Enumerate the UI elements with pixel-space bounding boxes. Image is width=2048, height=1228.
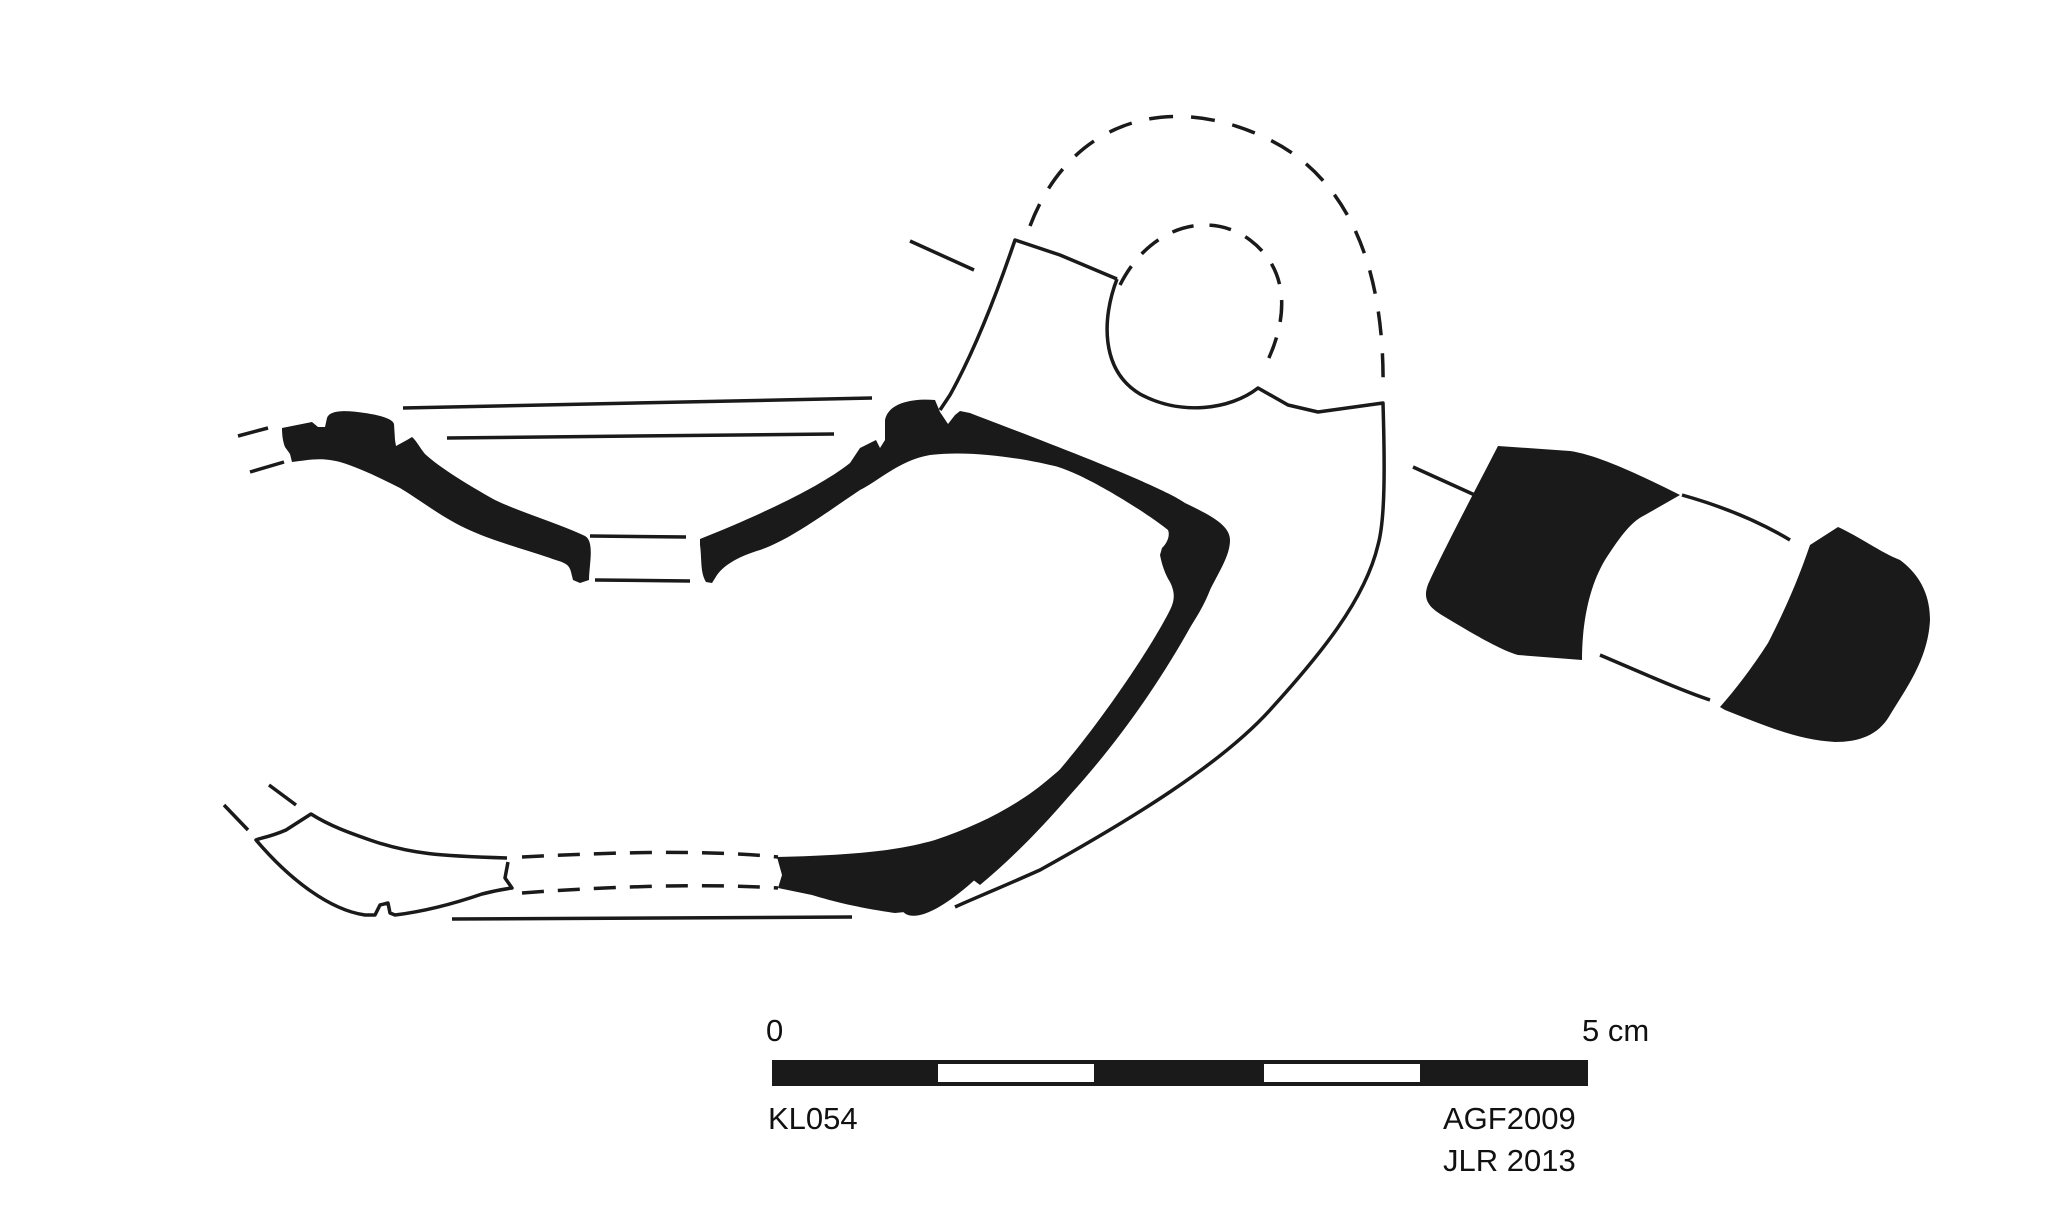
artifact-id-label: KL054 xyxy=(768,1101,858,1136)
extension-line-upper-left-2 xyxy=(249,460,285,474)
bottom-reference-line xyxy=(451,915,853,921)
project-label: AGF2009 xyxy=(1443,1101,1576,1136)
handle-reconstruction-dashed-inner xyxy=(1118,223,1284,373)
reconstruction-dashed-lower-2 xyxy=(521,883,779,895)
ring-section-left xyxy=(1425,446,1680,660)
extension-line-lower-left-1 xyxy=(222,803,250,832)
ring-break-line-top xyxy=(1681,493,1791,542)
break-line-upper-2 xyxy=(594,578,691,583)
extension-line-lower-left-2 xyxy=(267,783,298,807)
lower-left-outline xyxy=(254,812,514,917)
body-section-main xyxy=(700,399,1230,885)
reconstruction-dashed-lower-1 xyxy=(521,850,779,859)
ring-break-line-bottom xyxy=(1599,653,1711,702)
top-reference-line-2 xyxy=(446,432,835,440)
handle-extension-line xyxy=(909,239,975,272)
scale-bar-white-segment-1 xyxy=(938,1064,1094,1082)
handle-upper-outline xyxy=(938,238,1118,411)
scale-bar xyxy=(772,1060,1588,1086)
top-reference-line-1 xyxy=(402,396,873,410)
credit-label: JLR 2013 xyxy=(1443,1143,1576,1178)
ring-extension-line xyxy=(1412,465,1478,498)
handle-section-outline xyxy=(954,278,1386,909)
scale-start-label: 0 xyxy=(766,1013,784,1048)
handle-reconstruction-dashed-outer xyxy=(1028,114,1385,391)
ring-section-right xyxy=(1720,527,1930,742)
lower-body-section xyxy=(777,590,1210,916)
break-line-upper-1 xyxy=(589,534,687,539)
extension-line-upper-left-1 xyxy=(237,426,269,438)
top-rim-section-left xyxy=(282,411,591,583)
scale-end-label: 5 cm xyxy=(1582,1013,1650,1048)
scale-bar-white-segment-2 xyxy=(1264,1064,1420,1082)
